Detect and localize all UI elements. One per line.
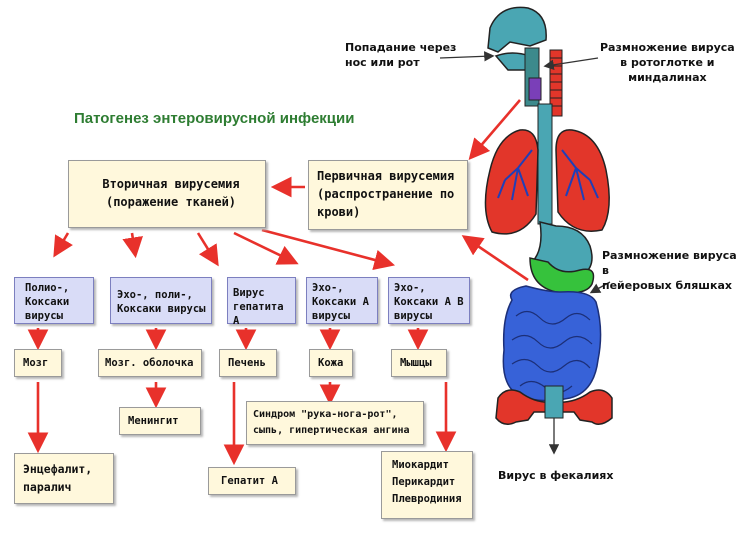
arrow-secondary-to-hepatitis [196, 232, 219, 267]
organ-box-text: Мышцы [400, 357, 432, 369]
virus-box-polio: Полио-, Коксаки вирусы [14, 277, 94, 324]
arrow-secondary-to-echo-coxsackie-a [233, 231, 299, 265]
outcome-box-text: Энцефалит, паралич [23, 462, 93, 494]
secondary-viremia-box: Вторичная вирусемия (поражение тканей) [68, 160, 266, 228]
virus-box-echo-coxsackie-ab: Эхо-, Коксаки А В вирусы [388, 277, 470, 324]
secondary-viremia-text: Вторичная вирусемия (поражение тканей) [102, 177, 240, 209]
virus-box-text: Эхо-, Коксаки А В вирусы [394, 282, 464, 322]
outcome-box-meningitis: Менингит [119, 407, 201, 435]
virus-box-text: Эхо-, поли-, Коксаки вирусы [117, 289, 206, 315]
outcome-box-encephalitis: Энцефалит, паралич [14, 453, 114, 504]
primary-viremia-box: Первичная вирусемия (распространение по … [308, 160, 468, 230]
arrow-throat-to-primary [468, 99, 521, 160]
pointer-entry [439, 51, 495, 62]
outcome-box-text: Миокардит Перикардит Плевродиния [392, 459, 462, 505]
tonsil-shape [528, 77, 542, 101]
virus-box-text: Полио-, Коксаки вирусы [25, 282, 70, 322]
arrow-peyer-to-primary [461, 235, 529, 282]
label-feces: Вирус в фекалиях [498, 469, 614, 482]
virus-box-hepatitis: Вирус гепатита А [227, 277, 296, 327]
diagram-title: Патогенез энтеровирусной инфекции [74, 110, 355, 127]
left-lung-shape [484, 129, 539, 235]
organ-box-meninges: Мозг. оболочка [98, 349, 202, 377]
outcome-box-text: Менингит [128, 415, 179, 427]
intestine-shape [502, 285, 602, 402]
organ-box-text: Кожа [318, 357, 344, 369]
arrow-secondary-to-echo [122, 232, 143, 259]
outcome-box-text: Гепатит А [221, 475, 278, 487]
primary-viremia-text: Первичная вирусемия (распространение по … [317, 169, 455, 219]
arrow-secondary-to-polio [53, 232, 73, 258]
virus-box-text: Эхо-, Коксаки А вирусы [312, 282, 369, 322]
outcome-box-hfmd: Синдром "рука-нога-рот", сыпь, гипертиче… [246, 401, 424, 445]
virus-box-echo: Эхо-, поли-, Коксаки вирусы [110, 277, 212, 324]
outcome-box-myocarditis: Миокардит Перикардит Плевродиния [381, 451, 473, 519]
organ-box-text: Мозг. оболочка [105, 357, 194, 369]
pointer-peyer [589, 281, 611, 294]
organ-box-text: Печень [228, 357, 266, 369]
organ-box-brain: Мозг [14, 349, 62, 377]
outcome-box-hepatitis: Гепатит А [208, 467, 296, 495]
label-replication-throat: Размножение вируса в ротоглотке и миндал… [600, 41, 735, 84]
outcome-box-text: Синдром "рука-нога-рот", сыпь, гипертиче… [253, 409, 410, 436]
right-lung-shape [555, 129, 610, 232]
organ-box-skin: Кожа [309, 349, 353, 377]
nasal-cavity-shape [487, 6, 547, 53]
label-replication-peyer: Размножение вируса в пейеровых бляшках [602, 249, 737, 292]
arrow-secondary-to-echo-coxsackie-ab [261, 228, 396, 271]
virus-box-text: Вирус гепатита А [233, 287, 284, 327]
label-entry: Попадание через нос или рот [345, 41, 457, 69]
virus-box-echo-coxsackie-a: Эхо-, Коксаки А вирусы [306, 277, 378, 324]
organ-box-text: Мозг [23, 357, 49, 369]
pointer-throat [543, 57, 599, 70]
organ-box-liver: Печень [219, 349, 277, 377]
organ-box-muscle: Мышцы [391, 349, 447, 377]
